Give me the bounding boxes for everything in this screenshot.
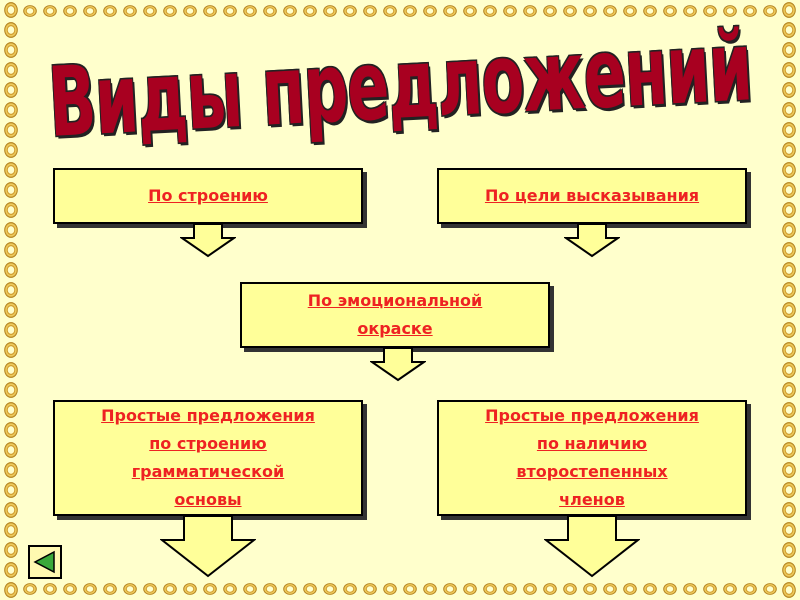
box-simple-by-grammatical-basis: Простые предложения по строению граммати… (53, 400, 363, 516)
arrow-down-icon (370, 348, 426, 382)
chain-border-left (0, 0, 22, 600)
box-emotional-line-1: По эмоциональной (307, 291, 483, 310)
box-by-structure: По строению (53, 168, 363, 224)
arrow-down-icon (160, 516, 256, 578)
box-grammatical-line-1: Простые предложения (101, 406, 315, 425)
box-grammatical-line-3: грамматической (131, 462, 285, 481)
arrow-down-icon (180, 224, 236, 258)
box-secondary-line-2: по наличию (536, 434, 648, 453)
arrow-down-icon (544, 516, 640, 578)
box-by-structure-label: По строению (148, 186, 268, 205)
arrow-down-icon (564, 224, 620, 258)
box-secondary-line-1: Простые предложения (485, 406, 699, 425)
box-grammatical-line-4: основы (174, 490, 242, 509)
chain-border-right (778, 0, 800, 600)
triangle-left-icon (33, 550, 55, 574)
back-button[interactable] (28, 545, 62, 579)
page-title: Виды предложений (45, 9, 755, 160)
box-secondary-line-3: второстепенных (516, 462, 668, 481)
box-by-purpose-label: По цели высказывания (484, 186, 700, 205)
box-simple-by-secondary-members: Простые предложения по наличию второстеп… (437, 400, 747, 516)
box-emotional-line-2: окраске (357, 319, 433, 338)
box-by-emotional-coloring: По эмоциональной окраске (240, 282, 550, 348)
box-grammatical-line-2: по строению (149, 434, 267, 453)
box-by-purpose: По цели высказывания (437, 168, 747, 224)
chain-border-top (0, 0, 800, 22)
box-secondary-line-4: членов (559, 490, 625, 509)
chain-border-bottom (0, 578, 800, 600)
